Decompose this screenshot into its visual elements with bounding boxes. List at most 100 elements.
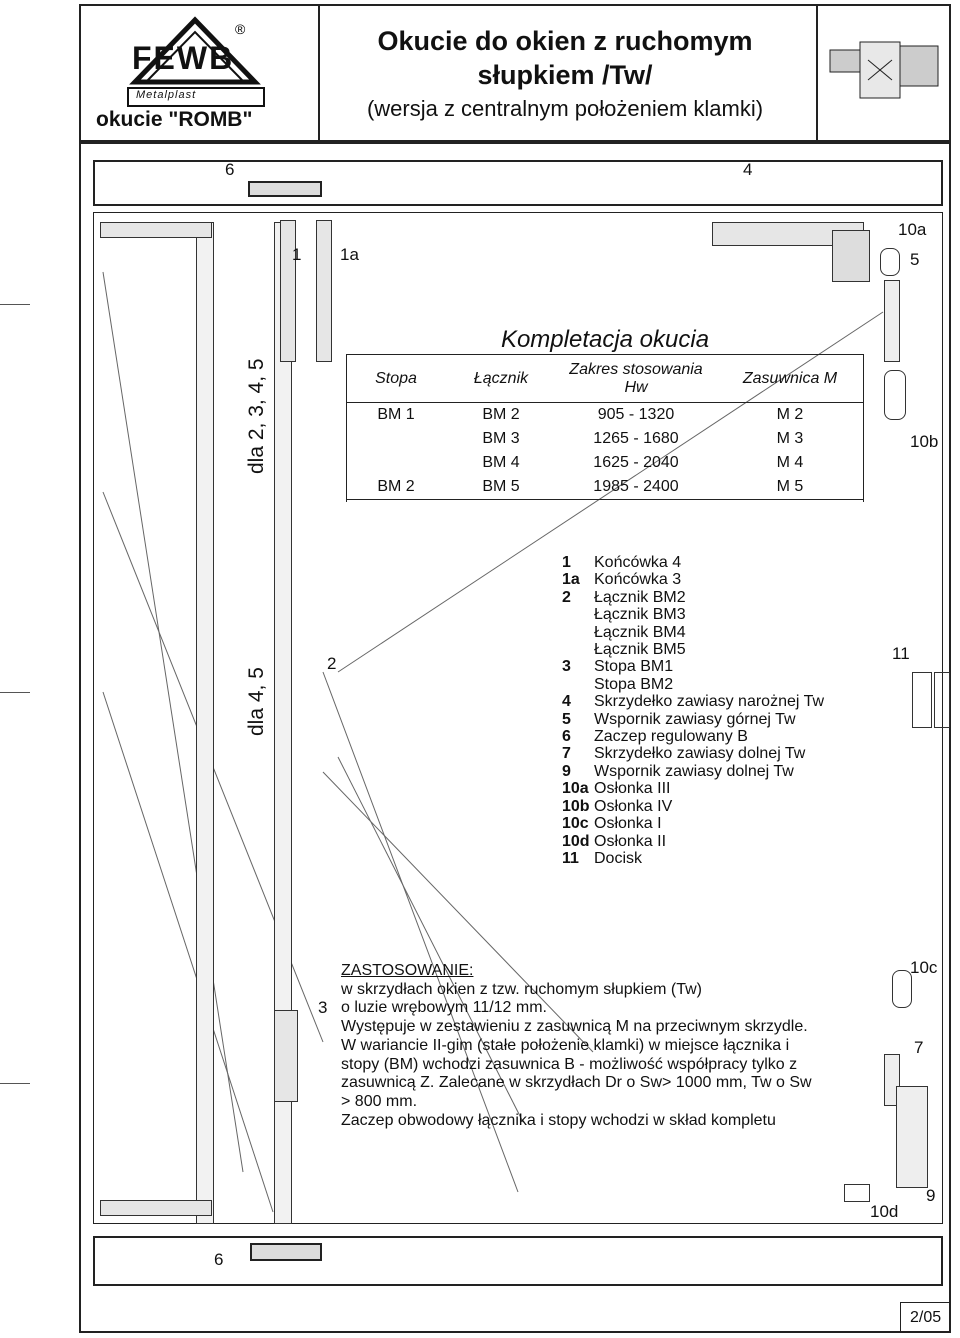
kit-cell: M 3 bbox=[776, 430, 804, 447]
hinge-bracket-9 bbox=[896, 1086, 928, 1188]
kit-row: BM 4 1625 - 2040 M 4 bbox=[346, 451, 864, 475]
kit-row: BM 2 BM 5 1985 - 2400 M 5 bbox=[346, 475, 864, 500]
margin-tick-2 bbox=[0, 692, 30, 693]
label-5: 5 bbox=[910, 250, 920, 269]
kit-table-top-rule bbox=[346, 354, 864, 355]
list-item: Łącznik BM3 bbox=[594, 606, 686, 624]
profile-section-drawing bbox=[829, 41, 939, 99]
label-2: 2 bbox=[327, 654, 337, 673]
hinge-block-10a bbox=[832, 230, 870, 282]
kit-cell: 905 - 1320 bbox=[597, 406, 675, 423]
pressure-piece-11b bbox=[934, 672, 950, 728]
kit-header-zakres: Zakres stosowania Hw bbox=[569, 361, 703, 396]
margin-tick-1 bbox=[0, 304, 30, 305]
kit-cell: M 2 bbox=[776, 406, 804, 423]
bracket-5 bbox=[884, 280, 900, 362]
usage-line: W wariancie II-gim (stałe położenie klam… bbox=[341, 1036, 790, 1054]
bottom-keeper-box bbox=[93, 1236, 943, 1286]
main-frame bbox=[79, 142, 951, 1333]
keeper-part-top bbox=[248, 181, 322, 197]
stop-3 bbox=[274, 1010, 298, 1102]
kit-cell bbox=[346, 427, 446, 451]
kit-table: Stopa Łącznik Zakres stosowania Hw Zasuw… bbox=[346, 356, 864, 500]
cover-10a bbox=[880, 248, 900, 276]
svg-text:®: ® bbox=[235, 21, 246, 37]
kit-table-title: Kompletacja okucia bbox=[500, 326, 710, 353]
kit-cell: BM 3 bbox=[482, 430, 520, 447]
keeper-part-bottom bbox=[250, 1243, 322, 1261]
kit-cell: BM 2 bbox=[482, 406, 520, 423]
pressure-piece-11 bbox=[912, 672, 932, 728]
label-6-top: 6 bbox=[225, 160, 235, 179]
strip-end-1a bbox=[316, 220, 332, 362]
logo-subtext: Metalplast bbox=[136, 89, 197, 101]
cover-10c bbox=[892, 970, 912, 1008]
logo-text: FEWB bbox=[132, 40, 235, 76]
kit-cell: 1265 - 1680 bbox=[593, 430, 679, 447]
kit-cell: 1985 - 2400 bbox=[593, 478, 679, 495]
top-keeper-box bbox=[93, 160, 943, 206]
title-line-2: słupkiem /Tw/ bbox=[477, 60, 653, 90]
label-1: 1 bbox=[292, 245, 302, 264]
label-4: 4 bbox=[743, 160, 753, 179]
usage-line: stopy (BM) wchodzi zasuwnica B - możliwo… bbox=[341, 1055, 798, 1073]
usage-line: Zaczep obwodowy łącznika i stopy wchodzi… bbox=[341, 1111, 776, 1129]
kit-table-right-rule bbox=[863, 354, 864, 502]
kit-header-zasuwnica: Zasuwnica M bbox=[742, 370, 838, 387]
kit-cell bbox=[346, 451, 446, 475]
label-10d: 10d bbox=[870, 1202, 899, 1221]
kit-table-left-rule bbox=[346, 354, 347, 502]
kit-cell: BM 2 bbox=[377, 478, 415, 495]
kit-row: BM 1 BM 2 905 - 1320 M 2 bbox=[346, 403, 864, 428]
usage-heading: ZASTOSOWANIE: bbox=[341, 962, 474, 979]
kit-header-lacznik: Łącznik bbox=[473, 370, 529, 387]
label-10a: 10a bbox=[898, 220, 927, 239]
kit-row: BM 3 1265 - 1680 M 3 bbox=[346, 427, 864, 451]
header-frame bbox=[79, 4, 951, 142]
corner-bracket-bottom bbox=[100, 1200, 212, 1216]
list-item: Stopa BM2 bbox=[594, 675, 674, 693]
label-11: 11 bbox=[892, 644, 910, 663]
vertical-label-dla-2-3-4-5: dla 2, 3, 4, 5 bbox=[245, 358, 268, 474]
brand-line: okucie "ROMB" bbox=[96, 108, 253, 131]
strip-end-1 bbox=[280, 220, 296, 362]
label-1a: 1a bbox=[340, 245, 359, 264]
usage-line: > 800 mm. bbox=[341, 1092, 418, 1110]
cover-10b bbox=[884, 370, 906, 420]
page-number: 2/05 bbox=[910, 1309, 942, 1326]
label-3: 3 bbox=[318, 998, 328, 1017]
window-sash-outline bbox=[93, 212, 943, 1224]
cover-10d bbox=[844, 1184, 870, 1202]
company-logo: ® bbox=[127, 16, 265, 107]
kit-cell: BM 5 bbox=[482, 478, 520, 495]
label-10b: 10b bbox=[910, 432, 939, 451]
kit-cell: M 4 bbox=[776, 454, 804, 471]
title-line-1: Okucie do okien z ruchomym bbox=[377, 26, 753, 56]
usage-line: Występuje w zestawieniu z zasuwnicą M na… bbox=[341, 1018, 808, 1036]
kit-cell: M 5 bbox=[776, 478, 804, 495]
list-item: 11 Docisk bbox=[562, 849, 643, 867]
label-10c: 10c bbox=[910, 958, 938, 977]
corner-bracket-top bbox=[100, 222, 212, 238]
header-divider-right bbox=[816, 4, 818, 142]
title-line-3: (wersja z centralnym położeniem klamki) bbox=[366, 96, 764, 121]
usage-line: o luzie wrębowym 11/12 mm. bbox=[341, 999, 547, 1017]
list-item: Łącznik BM5 bbox=[594, 641, 686, 659]
kit-header-stopa: Stopa bbox=[375, 370, 417, 387]
label-7: 7 bbox=[914, 1038, 924, 1057]
kit-cell: BM 4 bbox=[482, 454, 520, 471]
kit-cell: BM 1 bbox=[377, 406, 415, 423]
vertical-label-dla-4-5: dla 4, 5 bbox=[245, 667, 268, 736]
